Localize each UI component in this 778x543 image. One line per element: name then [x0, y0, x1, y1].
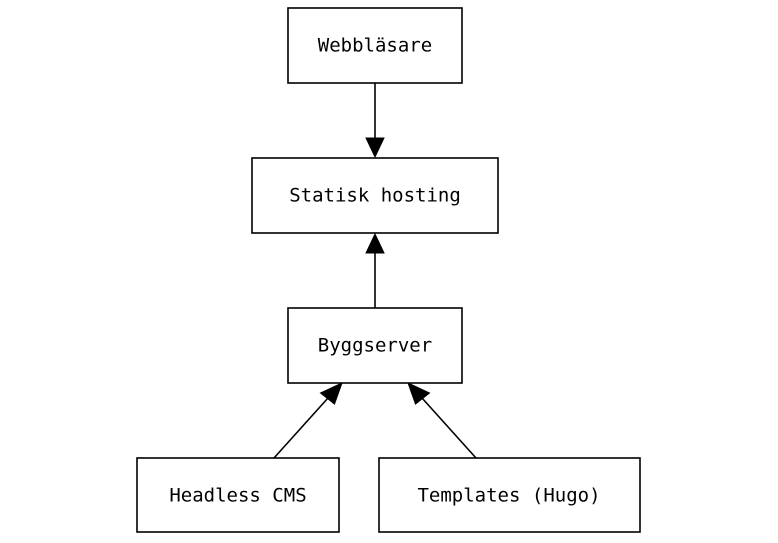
node-box [287, 307, 463, 384]
node-label: Statisk hosting [289, 185, 461, 207]
node-headless-cms: Headless CMS [136, 457, 340, 533]
node-templates-hugo: Templates (Hugo) [378, 457, 641, 533]
node-label: Templates (Hugo) [417, 485, 600, 507]
edge-build-server-to-static-hosting [365, 232, 385, 308]
node-box [136, 457, 340, 533]
edge-line [421, 397, 477, 459]
node-label: Headless CMS [169, 485, 306, 507]
edge-templates-to-build-server [407, 382, 477, 459]
node-webbrowser: Webbläsare [287, 7, 463, 84]
edge-webbrowser-to-static-hosting [365, 83, 385, 159]
arrowhead-icon [365, 232, 385, 254]
edge-headless-cms-to-build-server [273, 382, 343, 459]
node-label: Webbläsare [318, 35, 432, 57]
arrowhead-icon [319, 382, 343, 405]
node-box [287, 7, 463, 84]
arrowhead-icon [407, 382, 431, 405]
edge-line [273, 397, 329, 459]
node-build-server: Byggserver [287, 307, 463, 384]
node-label: Byggserver [318, 335, 432, 357]
node-box [251, 157, 499, 234]
node-static-hosting: Statisk hosting [251, 157, 499, 234]
node-box [378, 457, 641, 533]
arrowhead-icon [365, 137, 385, 159]
